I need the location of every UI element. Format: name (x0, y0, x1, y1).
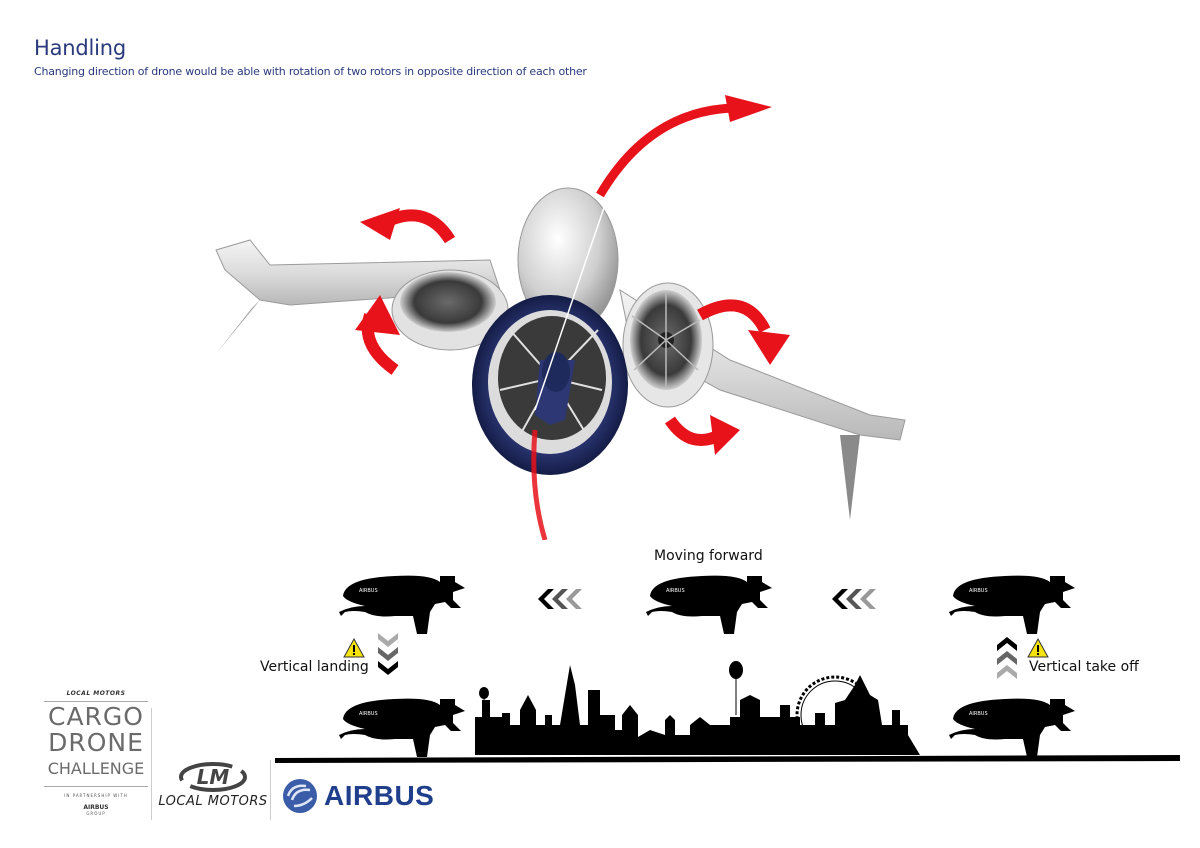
cdc-partnership-text: IN PARTNERSHIP WITH (64, 793, 128, 798)
drone-silhouette-takeoff-ground: AIRBUS (945, 695, 1075, 759)
right-duct-rotor (622, 282, 714, 408)
drone-silhouette-landing-ground: AIRBUS (335, 695, 465, 759)
chevron-down-triple-icon (378, 633, 398, 675)
vertical-takeoff-label: Vertical take off (1029, 659, 1139, 675)
svg-text:AIRBUS: AIRBUS (359, 588, 378, 594)
yaw-arrow-top (596, 95, 772, 198)
drone-silhouette-landing-top: AIRBUS (335, 572, 465, 636)
vertical-landing-label: Vertical landing (260, 659, 369, 675)
cdc-line2: DRONE (48, 728, 144, 757)
page-title: Handling (34, 36, 127, 60)
chevron-left-triple-icon (538, 589, 582, 609)
svg-text:AIRBUS: AIRBUS (969, 588, 988, 594)
logo-divider-2 (270, 760, 271, 820)
yaw-arrow-tail (531, 429, 548, 540)
svg-text:AIRBUS: AIRBUS (359, 711, 378, 717)
yaw-axis-line (534, 189, 611, 411)
cdc-line3: CHALLENGE (47, 759, 145, 778)
logo-divider-1 (151, 708, 152, 820)
cdc-local-motors-text: LOCAL MOTORS (66, 690, 126, 697)
cargo-drone-challenge-logo: LOCAL MOTORS CARGO DRONE CHALLENGE IN PA… (40, 690, 152, 816)
cdc-partner-sub: GROUP (86, 811, 106, 816)
london-skyline-silhouette (275, 661, 1180, 763)
airbus-logo: AIRBUS (282, 778, 434, 814)
right-rotor-rotation-arrow (665, 299, 790, 455)
svg-text:LM: LM (197, 765, 230, 789)
warning-triangle-icon (343, 638, 365, 658)
drone-illustration (215, 95, 906, 540)
cdc-line1: CARGO (48, 702, 144, 731)
left-rotor-rotation-arrow (355, 208, 456, 375)
svg-text:AIRBUS: AIRBUS (969, 711, 988, 717)
warning-triangle-icon-2 (1027, 638, 1049, 658)
front-blue-rotor (472, 295, 628, 475)
chevron-left-triple-icon-2 (832, 589, 876, 609)
local-motors-text: LOCAL MOTORS (158, 794, 268, 809)
airbus-text: AIRBUS (324, 780, 435, 811)
moving-forward-label: Moving forward (654, 548, 763, 564)
page-subtitle: Changing direction of drone would be abl… (34, 65, 587, 78)
airbus-globe-icon (283, 779, 317, 813)
cdc-partner-airbus: AIRBUS (83, 804, 109, 811)
lm-mark-icon: LM (179, 762, 247, 792)
left-duct-rotor (391, 269, 509, 351)
local-motors-logo: LM LOCAL MOTORS (158, 760, 268, 809)
chevron-up-triple-icon (997, 637, 1017, 679)
drone-silhouette-forward: AIRBUS (642, 572, 772, 636)
svg-text:AIRBUS: AIRBUS (666, 588, 685, 594)
drone-silhouette-takeoff-top: AIRBUS (945, 572, 1075, 636)
